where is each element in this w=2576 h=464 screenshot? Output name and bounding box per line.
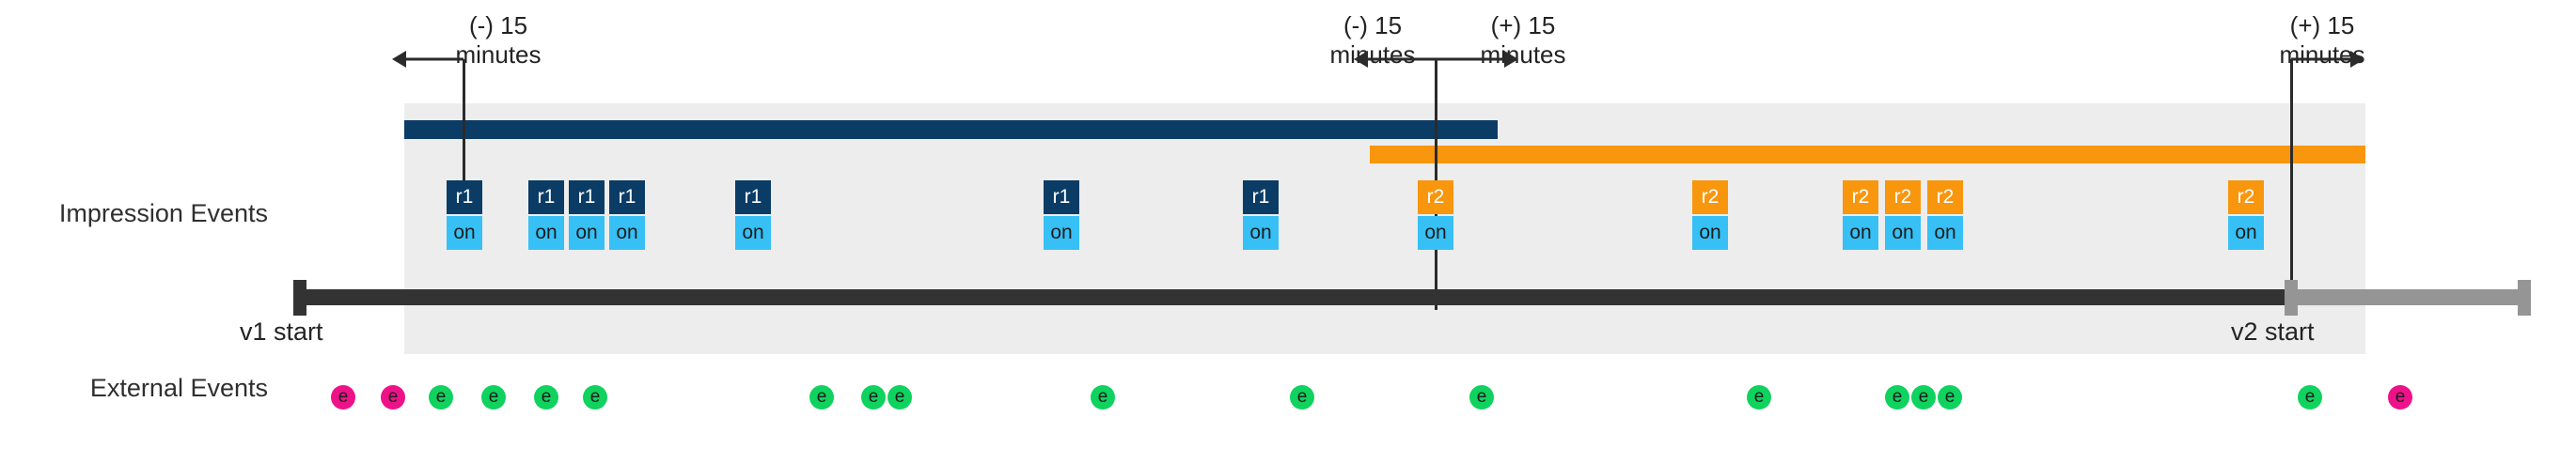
annotation-line-2: minutes — [455, 40, 542, 69]
impression-release-chip[interactable]: r1 — [735, 180, 771, 214]
impression-release-chip[interactable]: r1 — [1243, 180, 1279, 214]
external-event-dot[interactable]: e — [1938, 385, 1962, 410]
analysis-window-band — [404, 103, 2365, 354]
impression-status-chip[interactable]: on — [1843, 216, 1878, 250]
external-event-dot[interactable]: e — [534, 385, 558, 410]
impression-status-chip[interactable]: on — [735, 216, 771, 250]
annotation-arrow-mid-minus — [1354, 51, 1436, 68]
external-event-dot[interactable]: e — [887, 385, 912, 410]
external-event-dot[interactable]: e — [1091, 385, 1115, 410]
annotation-line-1: (-) 15 — [468, 11, 528, 39]
v2-start-cap — [2285, 280, 2298, 316]
impression-status-chip[interactable]: on — [2228, 216, 2264, 250]
external-event-dot[interactable]: e — [1290, 385, 1314, 410]
impression-status-chip[interactable]: on — [569, 216, 605, 250]
marker-line-right-plus — [2290, 59, 2293, 310]
external-event-dot[interactable]: e — [429, 385, 453, 410]
impression-status-chip[interactable]: on — [447, 216, 482, 250]
external-event-dot[interactable]: e — [1747, 385, 1771, 410]
annotation-arrow-right-plus — [2291, 51, 2364, 68]
v1-start-cap — [293, 280, 306, 316]
impression-release-chip[interactable]: r2 — [1885, 180, 1921, 214]
external-event-dot[interactable]: e — [1911, 385, 1936, 410]
impression-release-chip[interactable]: r1 — [1044, 180, 1079, 214]
impression-release-chip[interactable]: r1 — [528, 180, 564, 214]
marker-line-left-minus — [463, 59, 465, 207]
annotation-line-1: (+) 15 — [2289, 11, 2355, 39]
release-bar-v1 — [404, 120, 1498, 139]
annotation-arrow-left-minus — [392, 51, 463, 68]
impression-release-chip[interactable]: r2 — [1418, 180, 1453, 214]
external-event-dot[interactable]: e — [1885, 385, 1909, 410]
external-event-dot[interactable]: e — [1469, 385, 1494, 410]
impression-status-chip[interactable]: on — [1692, 216, 1728, 250]
external-event-dot[interactable]: e — [861, 385, 886, 410]
annotation-arrow-mid-plus — [1436, 51, 1518, 68]
annotation-line-2: minutes — [1480, 40, 1566, 69]
external-events-row-label: External Events — [89, 374, 268, 402]
impression-release-chip[interactable]: r2 — [1843, 180, 1878, 214]
impression-release-chip[interactable]: r2 — [1927, 180, 1963, 214]
external-event-dot[interactable]: e — [2388, 385, 2412, 410]
impression-status-chip[interactable]: on — [1243, 216, 1279, 250]
impression-status-chip[interactable]: on — [609, 216, 645, 250]
release-bar-v2 — [1370, 146, 2365, 163]
annotation-line-2: minutes — [1329, 40, 1416, 69]
external-event-dot[interactable]: e — [2298, 385, 2322, 410]
impression-status-chip[interactable]: on — [528, 216, 564, 250]
external-event-dot[interactable]: e — [809, 385, 834, 410]
timeline-segment-v1 — [293, 289, 2291, 305]
timeline-segment-v2 — [2291, 289, 2531, 305]
impression-release-chip[interactable]: r1 — [447, 180, 482, 214]
timeline-marker-label: v2 start — [2231, 317, 2315, 346]
external-event-dot[interactable]: e — [331, 385, 355, 410]
impression-release-chip[interactable]: r2 — [2228, 180, 2264, 214]
impression-status-chip[interactable]: on — [1927, 216, 1963, 250]
annotation-line-1: (+) 15 — [1490, 11, 1556, 39]
external-event-dot[interactable]: e — [381, 385, 405, 410]
annotation-line-1: (-) 15 — [1343, 11, 1403, 39]
external-event-dot[interactable]: e — [583, 385, 607, 410]
impression-status-chip[interactable]: on — [1418, 216, 1453, 250]
external-event-dot[interactable]: e — [481, 385, 506, 410]
impression-release-chip[interactable]: r1 — [609, 180, 645, 214]
impression-status-chip[interactable]: on — [1885, 216, 1921, 250]
impression-release-chip[interactable]: r1 — [569, 180, 605, 214]
end-cap — [2518, 280, 2531, 316]
impression-status-chip[interactable]: on — [1044, 216, 1079, 250]
timeline-marker-label: v1 start — [240, 317, 323, 346]
impression-release-chip[interactable]: r2 — [1692, 180, 1728, 214]
impression-events-row-label: Impression Events — [58, 199, 268, 227]
